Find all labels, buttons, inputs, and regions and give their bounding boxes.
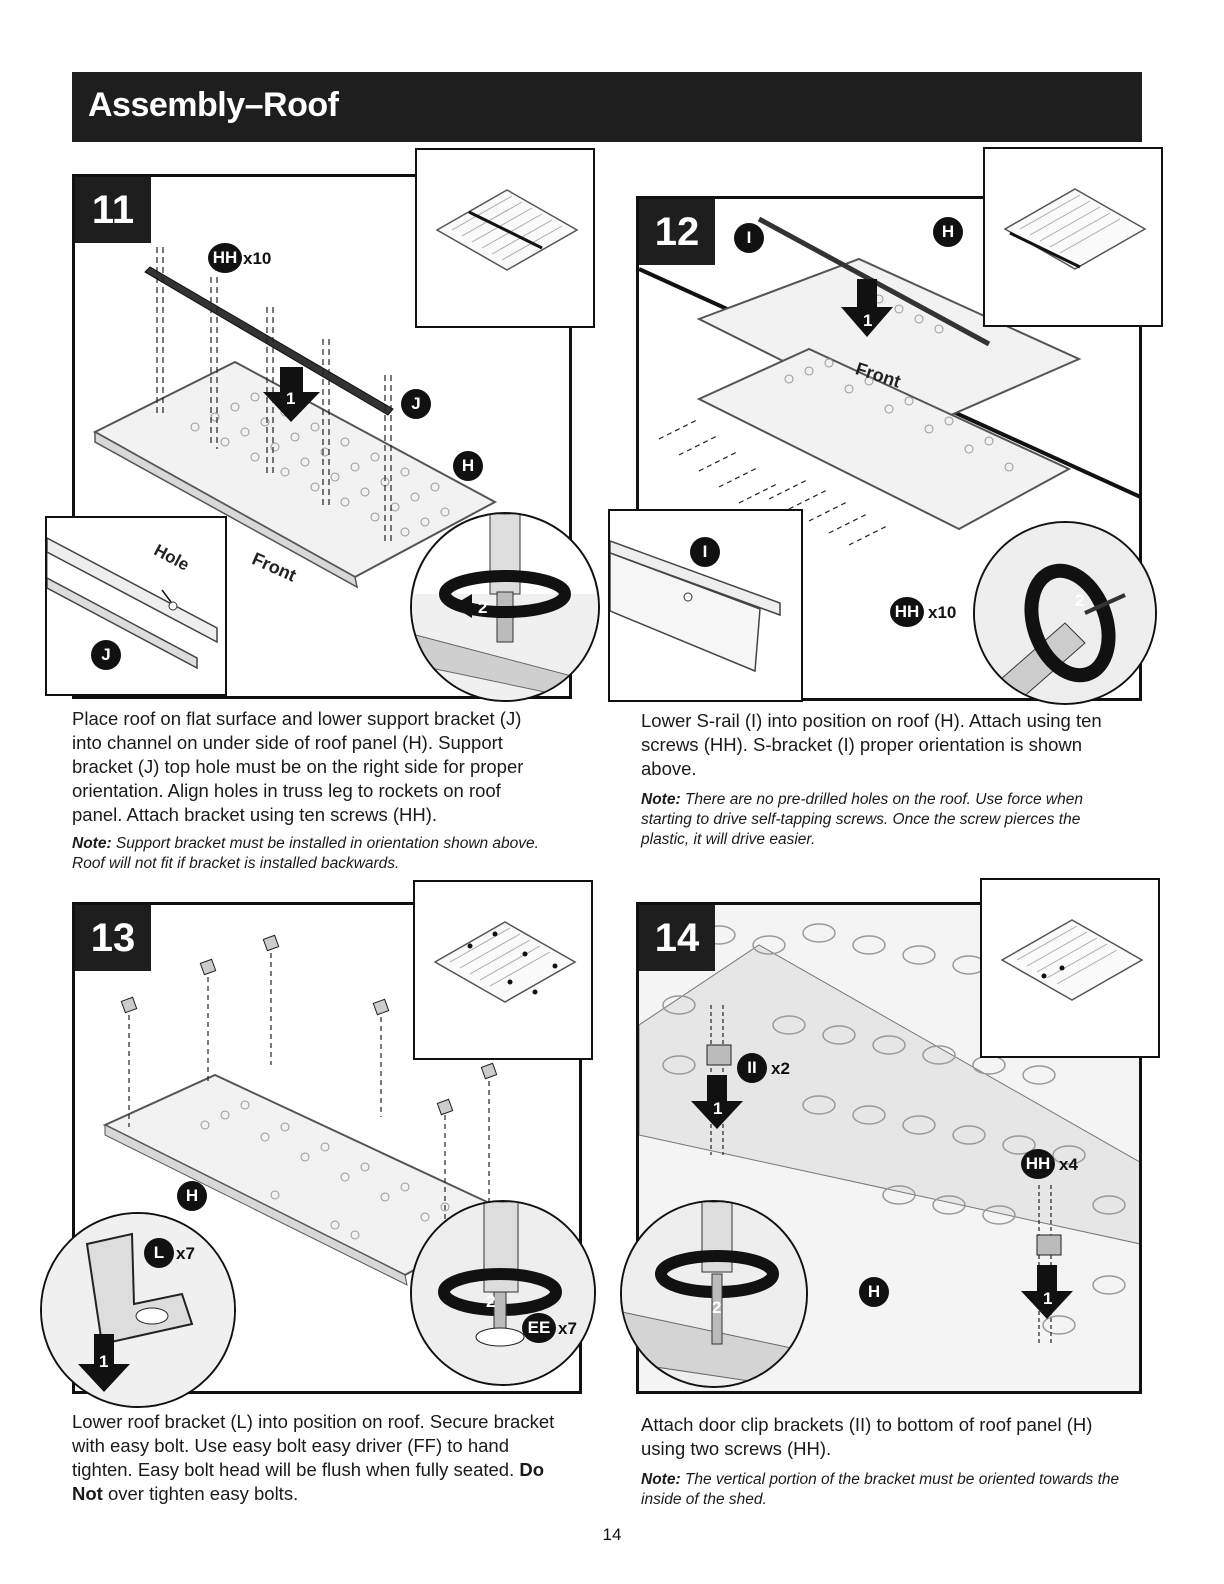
note-text: There are no pre-drilled holes on the ro… [641,791,1083,848]
note-label: Note: [641,791,681,808]
step-12-number: 12 [639,199,715,265]
note-label: Note: [72,835,112,852]
part-h-tag: H [859,1277,889,1307]
step-arrow-1: 1 [713,1099,723,1118]
note-text: The vertical portion of the bracket must… [641,1471,1120,1508]
step-12-illustration [639,216,1139,546]
part-l-qty: x7 [176,1244,195,1263]
section-header: Assembly–Roof [72,72,1142,142]
step-12-overview-inset [983,147,1163,327]
step-13-number: 13 [75,905,151,971]
part-h-tag: H [177,1181,207,1211]
step-12-screw-detail-circle: 2 [973,521,1157,705]
part-ii-tag: II [737,1053,767,1083]
step-13-overview-inset [413,880,593,1060]
step-arrow-1: 1 [863,311,873,330]
step-12-srail-detail-inset: I [608,509,803,702]
part-ii-qty: x2 [771,1059,790,1078]
part-h-tag: H [453,451,483,481]
part-hh-qty: x10 [243,249,272,268]
step-arrow-2: 2 [1075,591,1085,610]
step-11-screw-detail-circle: 2 [410,512,600,702]
part-i-tag: I [734,223,764,253]
part-hh-tag: HH [890,597,924,627]
step-arrow-1: 1 [286,389,296,408]
step-14-note: Note: The vertical portion of the bracke… [641,1470,1121,1510]
part-i-detail-tag: I [690,537,720,567]
part-hh-qty: x4 [1059,1155,1078,1174]
step-13-description: Lower roof bracket (L) into position on … [72,1410,572,1506]
step-13-bolt-detail-circle: 2 [410,1200,596,1386]
description-text-end: over tighten easy bolts. [102,1483,299,1504]
step-13-bracket-detail-circle: 1 [40,1212,236,1408]
step-arrow-1b: 1 [1043,1289,1053,1308]
step-arrow-2: 2 [486,1292,496,1311]
step-14-overview-inset [980,878,1160,1058]
part-j-tag: J [401,389,431,419]
description-emphasis: Do Not [72,1459,545,1504]
part-ee-tag: EE [522,1313,556,1343]
step-11-bracket-detail-inset: Hole J [45,516,227,696]
step-11-overview-inset [415,148,595,328]
page-number: 14 [602,1525,622,1544]
step-arrow-2: 2 [478,598,488,617]
note-text: Support bracket must be installed in ori… [72,835,539,872]
step-11-number: 11 [75,177,151,243]
part-l-tag: L [144,1238,174,1268]
part-hh-tag: HH [1021,1149,1055,1179]
note-label: Note: [641,1471,681,1488]
part-ee-qty: x7 [558,1319,577,1338]
step-arrow-2: 2 [712,1298,722,1317]
step-11-illustration [92,247,498,589]
step-11-description: Place roof on flat surface and lower sup… [72,708,524,825]
part-h-tag: H [933,217,963,247]
part-hh-qty: x10 [928,603,957,622]
step-12-description: Lower S-rail (I) into position on roof (… [641,710,1102,779]
step-12-note: Note: There are no pre-drilled holes on … [641,790,1121,850]
step-14-number: 14 [639,905,715,971]
step-arrow-1: 1 [99,1352,109,1371]
step-14-screw-detail-circle: 2 [620,1200,808,1388]
part-hh-tag: HH [208,243,242,273]
step-11-note: Note: Support bracket must be installed … [72,834,552,874]
part-hh-tag-wrap: HH [890,597,924,627]
section-title: Assembly–Roof [88,86,339,124]
description-text: Lower roof bracket (L) into position on … [72,1411,555,1480]
step-14-description: Attach door clip brackets (II) to bottom… [641,1414,1093,1459]
part-j-detail-tag: J [91,640,121,670]
